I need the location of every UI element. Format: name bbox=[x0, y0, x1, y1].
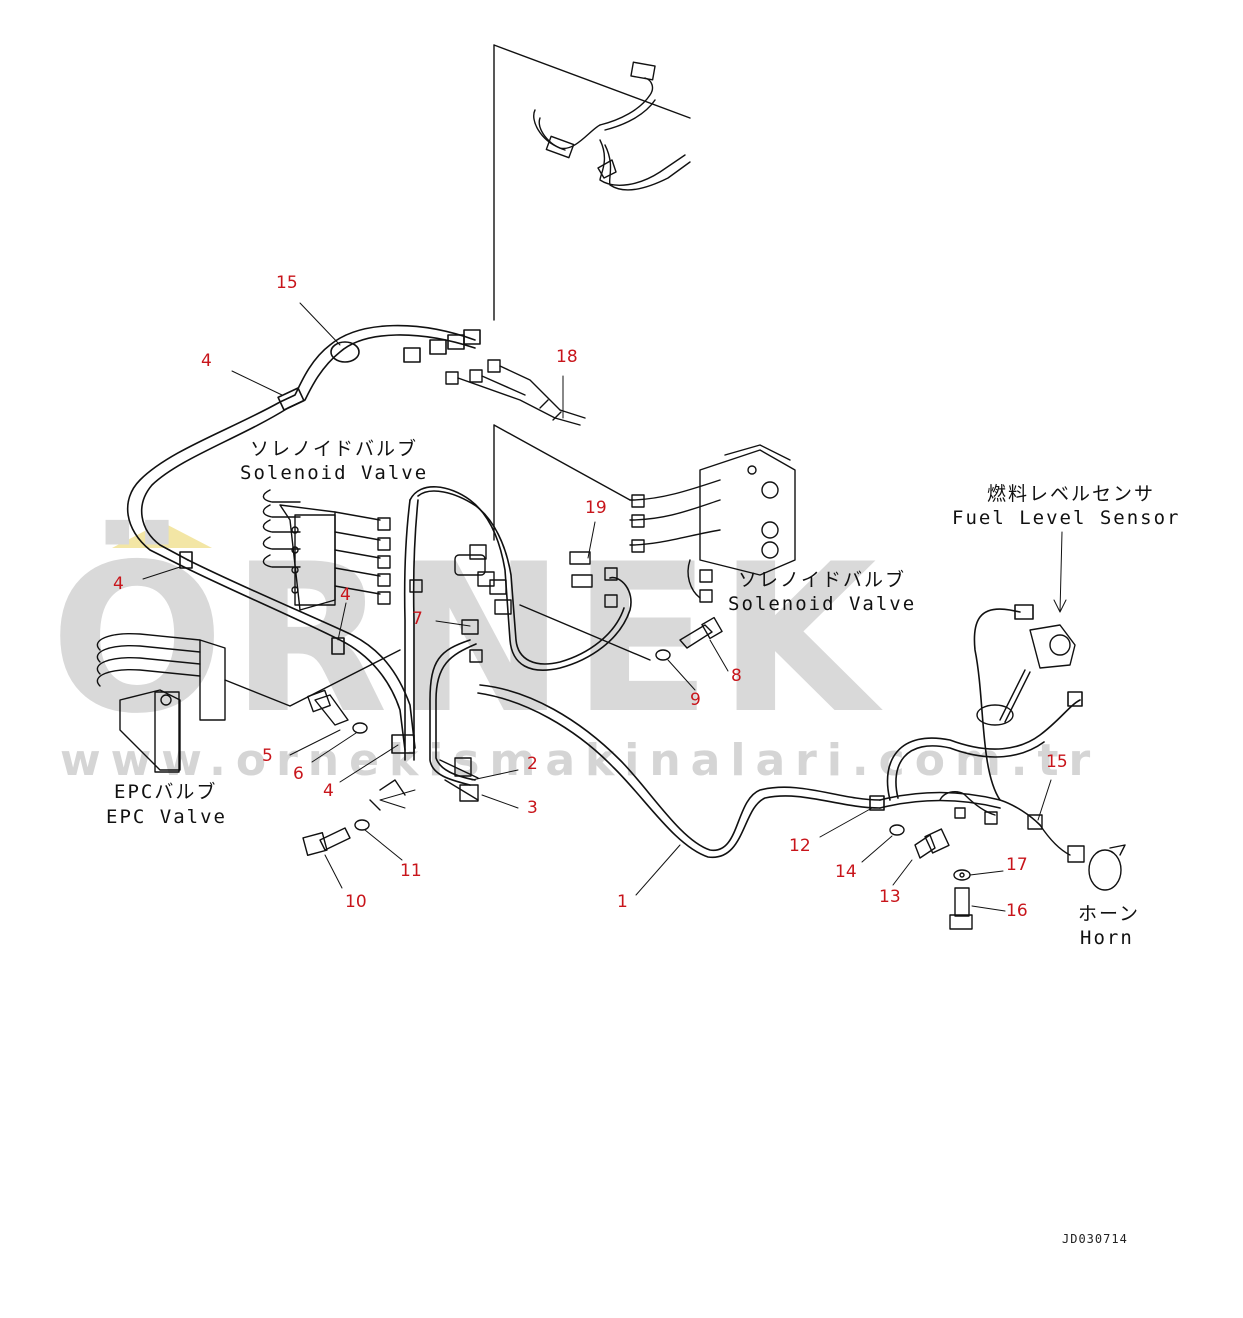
callout-1: 1 bbox=[617, 892, 628, 912]
watermark-brand: ÖRNEK bbox=[50, 521, 883, 759]
solenoid-valve-right-jp: ソレノイドバルブ bbox=[738, 569, 907, 591]
bolt-5-washer-6 bbox=[307, 689, 368, 734]
harness-trunk bbox=[391, 486, 632, 786]
callout-11: 11 bbox=[400, 861, 422, 881]
callout-15-top: 15 bbox=[276, 273, 298, 293]
callout-17: 17 bbox=[1006, 855, 1028, 875]
harness-right-branch bbox=[886, 604, 1083, 801]
part-19-shapes bbox=[569, 551, 618, 608]
callout-6: 6 bbox=[293, 764, 304, 784]
epc-valve-shape bbox=[96, 632, 401, 773]
epc-valve-jp: EPCバルブ bbox=[114, 781, 218, 803]
solenoid-valve-right-en: Solenoid Valve bbox=[728, 593, 917, 615]
bolt-16-washer-17 bbox=[949, 869, 973, 930]
drawing-code: JD030714 bbox=[1062, 1232, 1128, 1246]
leader-lines bbox=[142, 302, 1067, 912]
callout-3: 3 bbox=[527, 798, 538, 818]
clamp-2-3 bbox=[369, 757, 479, 811]
callout-12: 12 bbox=[789, 836, 811, 856]
callout-4-b: 4 bbox=[113, 574, 124, 594]
callout-15-right: 15 bbox=[1046, 752, 1068, 772]
callout-4-c: 4 bbox=[340, 585, 351, 605]
connector-cluster-7 bbox=[409, 544, 651, 663]
solenoid-valve-top-shape bbox=[262, 489, 391, 611]
callout-16: 16 bbox=[1006, 901, 1028, 921]
bolt-10-washer-11 bbox=[302, 819, 370, 856]
callout-13: 13 bbox=[879, 887, 901, 907]
horn-jp: ホーン bbox=[1078, 903, 1141, 925]
connector-group-right bbox=[939, 791, 1085, 863]
fuel-level-sensor-jp: 燃料レベルセンサ bbox=[987, 483, 1156, 505]
callout-7: 7 bbox=[412, 609, 423, 629]
callout-9: 9 bbox=[690, 690, 701, 710]
fuel-level-sensor-shape bbox=[976, 624, 1076, 726]
solenoid-valve-right-shape bbox=[629, 444, 796, 603]
bolt-13-washer-14 bbox=[889, 824, 950, 859]
epc-valve-en: EPC Valve bbox=[106, 806, 227, 828]
connector-group-18 bbox=[445, 359, 631, 541]
callout-8: 8 bbox=[731, 666, 742, 686]
callout-4-a: 4 bbox=[201, 351, 212, 371]
detail-view-top bbox=[493, 44, 691, 321]
fuel-level-sensor-en: Fuel Level Sensor bbox=[952, 507, 1181, 529]
solenoid-valve-top-jp: ソレノイドバルブ bbox=[250, 438, 419, 460]
callout-19: 19 bbox=[585, 498, 607, 518]
callout-18: 18 bbox=[556, 347, 578, 367]
horn-shape bbox=[1088, 844, 1126, 891]
watermark-url: www.ornekismakinalari.com.tr bbox=[60, 735, 1101, 786]
horn-en: Horn bbox=[1080, 927, 1134, 949]
callout-10: 10 bbox=[345, 892, 367, 912]
harness-left-run bbox=[179, 551, 416, 751]
harness-upper bbox=[126, 324, 481, 566]
watermark-accent bbox=[112, 522, 212, 548]
callout-14: 14 bbox=[835, 862, 857, 882]
callout-5: 5 bbox=[262, 746, 273, 766]
callout-2: 2 bbox=[527, 754, 538, 774]
bolt-8-washer-9 bbox=[655, 616, 723, 661]
callout-4-d: 4 bbox=[323, 781, 334, 801]
solenoid-valve-top-en: Solenoid Valve bbox=[240, 462, 429, 484]
harness-main-1 bbox=[477, 684, 1041, 858]
